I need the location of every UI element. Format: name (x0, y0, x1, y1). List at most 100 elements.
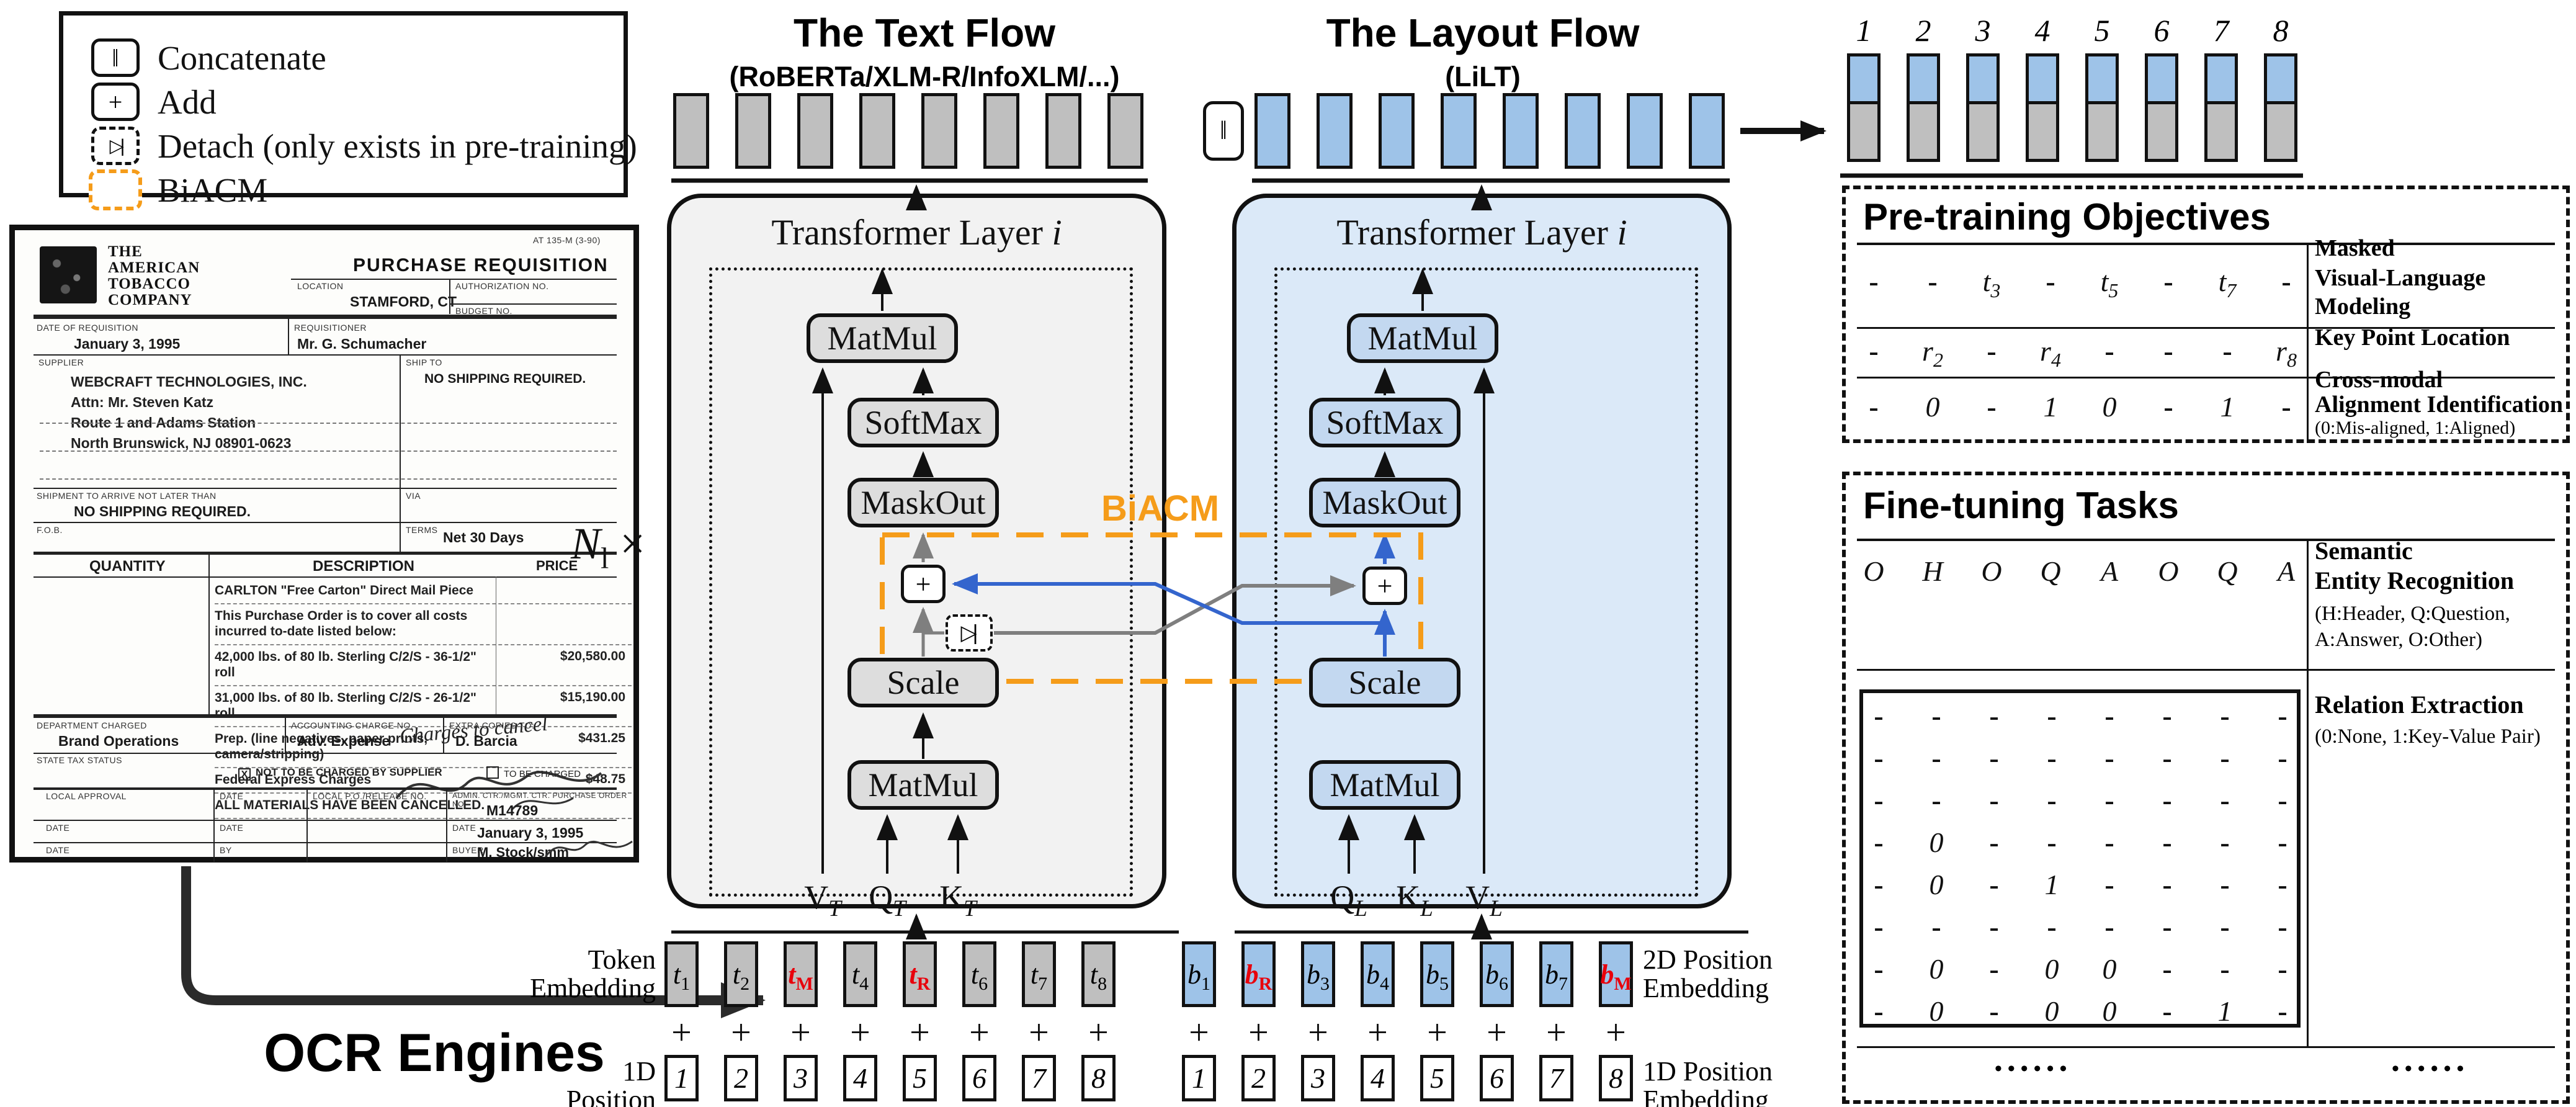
output-block-text-part (2145, 101, 2178, 162)
price-header: PRICE (536, 558, 578, 573)
re-cell: - (1874, 911, 1884, 943)
add-symbol: + (1487, 1012, 1507, 1052)
relation-matrix: -------------------------0-------0-1----… (1859, 689, 2301, 1028)
embedding-token: b1 (1182, 941, 1216, 1007)
date-req-value: January 3, 1995 (74, 336, 181, 352)
re-cell: - (2162, 700, 2172, 732)
add-symbol: + (731, 1012, 751, 1052)
objective-cell: t3 (1982, 266, 2001, 302)
layout-input-label: VL (1465, 879, 1503, 921)
add-symbol: + (850, 1012, 870, 1052)
text-softmax: SoftMax (847, 398, 999, 447)
detach-icon: ▷| (82, 127, 149, 165)
layout-transformer-layer: Transformer Layer i (1232, 194, 1732, 908)
via-label: VIA (406, 491, 421, 501)
acct-value: Adv. Expense (297, 733, 390, 749)
line-item: This Purchase Order is to cover all cost… (215, 604, 632, 645)
re-cell: 0 (1929, 869, 1944, 900)
re-cell: - (2104, 911, 2114, 943)
add-symbol: + (790, 1012, 811, 1052)
re-cell: - (2220, 827, 2230, 858)
objective-label: (0:Mis-aligned, 1:Aligned) (2315, 418, 2516, 438)
output-block-number: 7 (2213, 13, 2229, 48)
re-cell: - (2104, 784, 2114, 816)
tobacco-logo-icon (40, 246, 97, 303)
concat-symbol: ‖ (1220, 117, 1227, 145)
auth-label: AUTHORIZATION NO. (455, 281, 549, 291)
finetuning-title: Fine-tuning Tasks (1863, 485, 2179, 526)
re-cell: 0 (1929, 827, 1944, 858)
text-hidden-state-token (921, 93, 957, 169)
requisitioner-label: REQUISITIONER (294, 323, 367, 333)
tax-option-2: TO BE CHARGED (486, 766, 581, 779)
re-cell: - (1874, 784, 1884, 816)
by-label: BY (220, 845, 232, 855)
location-value: STAMFORD, CT (350, 294, 457, 310)
embedding-token: t6 (962, 941, 996, 1007)
add-icon: + (91, 83, 140, 121)
dept-label: DEPARTMENT CHARGED (37, 720, 147, 730)
ser-label: Semantic (2315, 537, 2413, 565)
buyer-value: M. Stock/smm (477, 845, 569, 860)
concat-icon: ‖ (91, 38, 140, 77)
line-item-desc: Federal Express Charges (215, 773, 372, 787)
output-block-layout-part (2264, 53, 2297, 104)
embedding-token: bR (1241, 941, 1276, 1007)
buyer-signature-scribble (544, 840, 633, 858)
form-number: AT 135-M (3-90) (533, 235, 601, 245)
text-input-label: QT (869, 879, 906, 921)
ser-cell: O (1981, 555, 2002, 587)
ser-cell: A (2100, 555, 2119, 587)
line-item-desc: 42,000 lbs. of 80 lb. Sterling C/2/S - 3… (215, 650, 476, 679)
output-block-layout-part (1907, 53, 1940, 104)
re-cell: - (2104, 827, 2114, 858)
re-cell: - (2278, 995, 2288, 1027)
text-hidden-state-token (1045, 93, 1081, 169)
re-cell: - (1874, 995, 1884, 1027)
output-block-layout-part (2145, 53, 2178, 104)
buyer-label: BUYER (452, 845, 484, 855)
re-cell: - (2162, 827, 2172, 858)
position-embedding-box: 7 (1022, 1055, 1056, 1101)
layout-hidden-state-token (1565, 93, 1601, 169)
objective-cell: - (2046, 266, 2055, 297)
line-item-price: $15,190.00 (560, 690, 625, 704)
text-hidden-state-token (983, 93, 1019, 169)
embedding-token: bM (1599, 941, 1633, 1007)
ser-cell: O (2158, 555, 2179, 587)
line-item: 31,000 lbs. of 80 lb. Sterling C/2/S - 2… (215, 686, 632, 727)
line-item-price: $20,580.00 (560, 649, 625, 663)
position-embedding-box: 1 (664, 1055, 699, 1101)
position-embedding-box: 4 (1361, 1055, 1395, 1101)
biacm-icon (82, 169, 149, 210)
line-item: ALL MATERIALS HAVE BEEN CANCELLED. (215, 794, 632, 819)
re-cell: 0 (2044, 953, 2059, 985)
objective-cell: - (1987, 391, 1997, 423)
text-flow-header: The Text Flow (RoBERTa/XLM-R/InfoXLM/...… (645, 10, 1204, 93)
ship-to-label: SHIP TO (406, 357, 442, 367)
re-cell: - (2278, 742, 2288, 774)
terms-value: Net 30 Days (443, 529, 524, 545)
text-hidden-state-token (859, 93, 895, 169)
output-block-number: 8 (2273, 13, 2289, 48)
output-block-text-part (2204, 101, 2238, 162)
fused-output-block (2145, 53, 2178, 162)
text-matmul-bottom: MatMul (847, 760, 999, 810)
company-name-line: THE (108, 243, 143, 260)
re-cell: - (2278, 953, 2288, 985)
add-symbol: + (1088, 1012, 1109, 1052)
company-name-line: TOBACCO (108, 276, 190, 292)
supplier-label: SUPPLIER (38, 357, 84, 367)
qty-header: QUANTITY (89, 558, 166, 575)
legend-item: +Add (82, 81, 217, 123)
objective-cell: - (1869, 391, 1879, 423)
num-layers-label: Nl × (571, 519, 645, 575)
ser-cell: H (1922, 555, 1943, 587)
legend-item: ▷|Detach (only exists in pre-training) (82, 125, 637, 167)
re-cell: - (2278, 869, 2288, 900)
position-embedding-box: 2 (1241, 1055, 1276, 1101)
objective-cell: t5 (2100, 266, 2119, 302)
text-hidden-state-token (673, 93, 709, 169)
layout-flow-header: The Layout Flow (LiLT) (1204, 10, 1762, 93)
